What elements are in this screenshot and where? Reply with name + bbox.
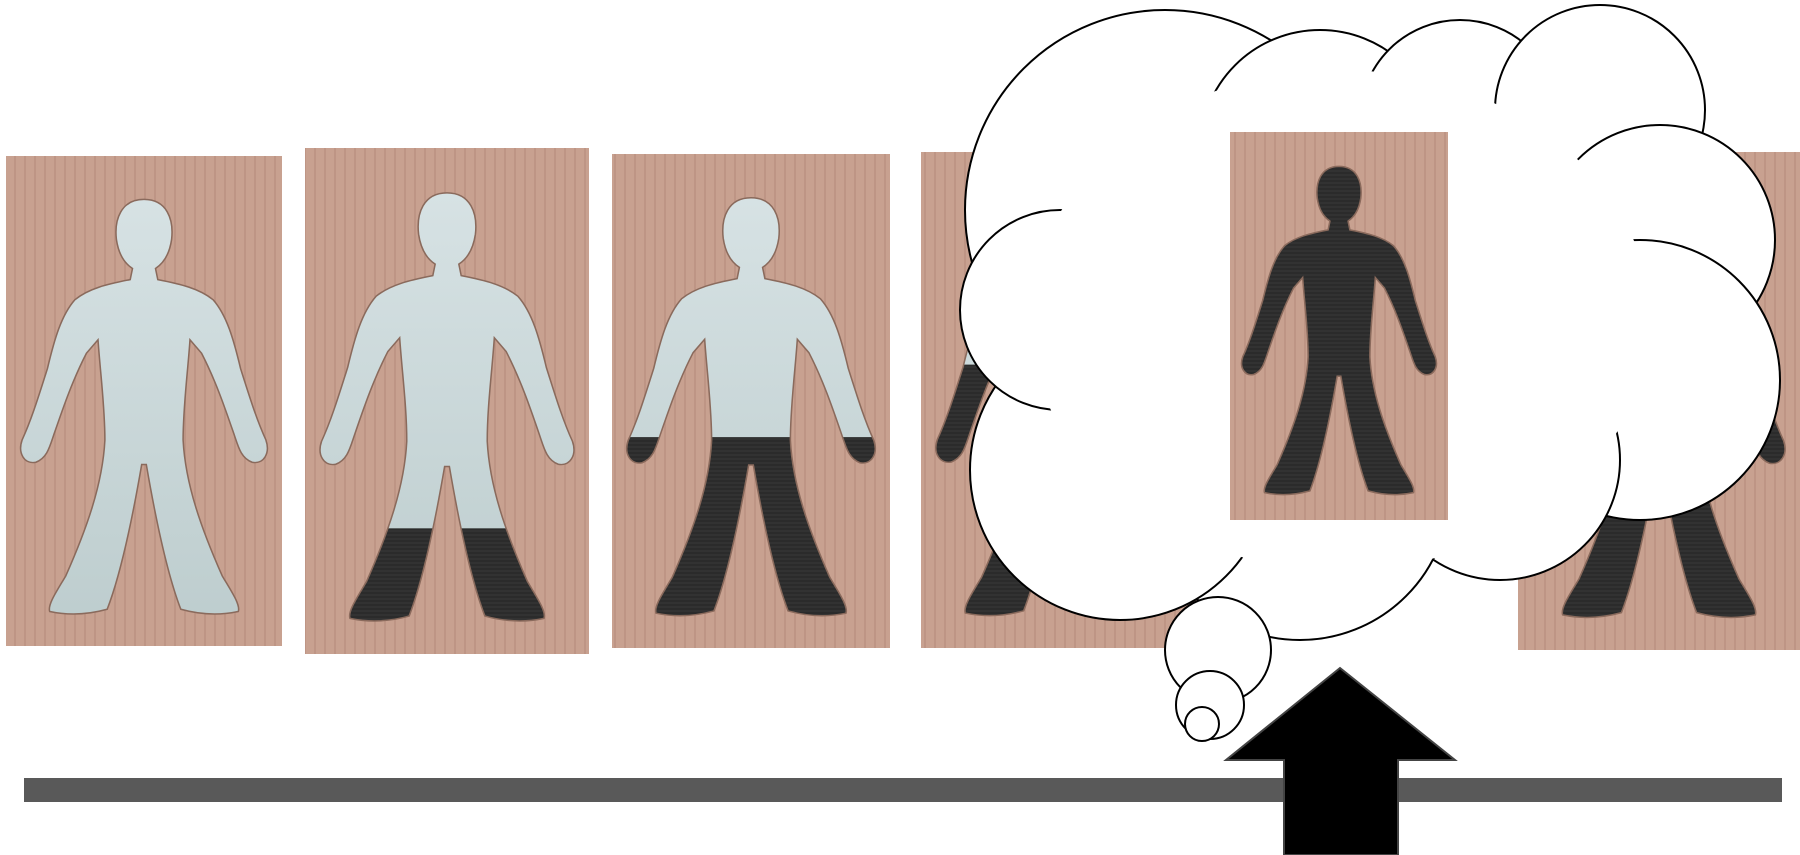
thought-bubble-panel <box>1230 132 1448 520</box>
cardboard-panel-3 <box>612 154 890 648</box>
timeline-bar <box>24 778 1782 802</box>
cardboard-panel-in-bubble <box>1230 132 1448 520</box>
up-arrow-icon <box>1226 668 1455 855</box>
cardboard-panel-2 <box>305 148 589 654</box>
bubble-trail-small <box>1185 707 1219 741</box>
cardboard-panel-1 <box>6 156 282 646</box>
